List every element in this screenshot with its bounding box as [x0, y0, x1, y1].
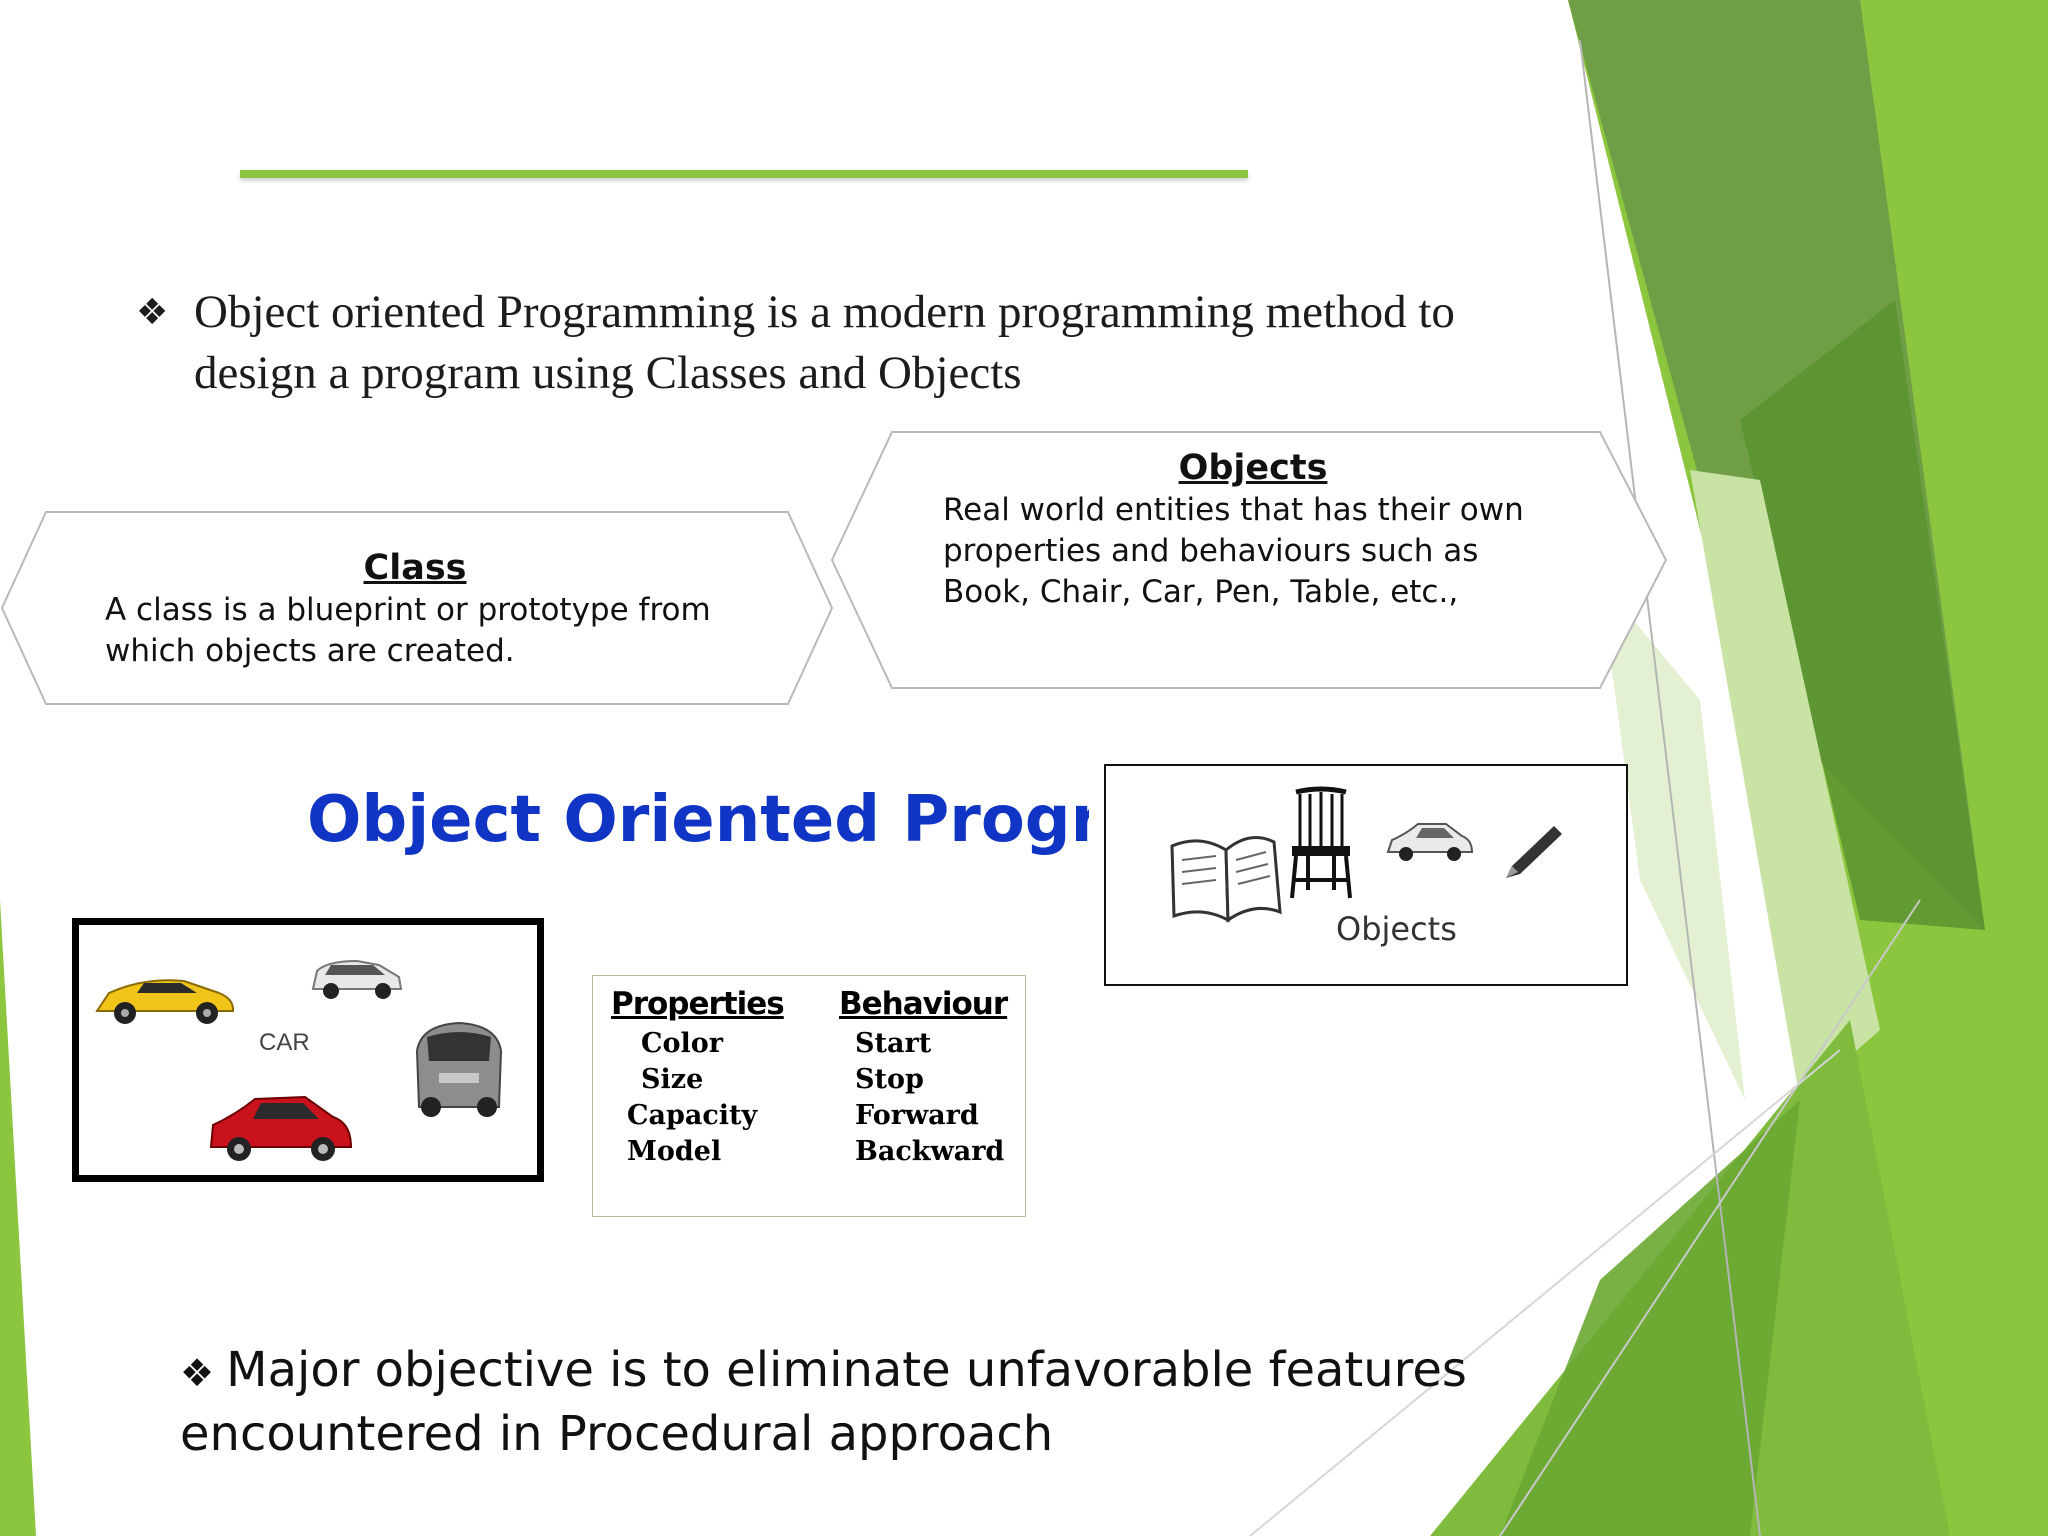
book-icon: [1170, 836, 1282, 923]
pen-icon: [1506, 826, 1562, 878]
objects-label: Objects: [1336, 910, 1457, 948]
class-title: Class: [363, 548, 467, 588]
title-underline: [240, 170, 1248, 178]
car-image: CAR: [72, 918, 544, 1182]
white-suv-icon: [311, 959, 403, 999]
grey-compact-car-icon: [415, 1021, 503, 1117]
behaviour-header: Behaviour: [839, 986, 1008, 1022]
behaviour-item: Backward: [855, 1136, 1005, 1167]
objects-content: Objects Real world entities that has the…: [943, 446, 1563, 613]
property-item: Size: [641, 1064, 704, 1095]
conclusion-bullet: ❖ Major objective is to eliminate unfavo…: [180, 1340, 1480, 1465]
diamond-bullet-icon: ❖: [180, 1351, 227, 1395]
intro-bullet: ❖ Object oriented Programming is a moder…: [136, 282, 1576, 404]
intro-text: Object oriented Programming is a modern …: [194, 286, 1455, 399]
class-content: Class A class is a blueprint or prototyp…: [105, 546, 725, 672]
property-item: Capacity: [627, 1100, 758, 1131]
red-sedan-icon: [209, 1095, 353, 1161]
properties-header: Properties: [611, 986, 785, 1022]
car-icon: [1386, 823, 1474, 861]
objects-title: Objects: [1178, 448, 1328, 488]
chair-icon: [1290, 786, 1352, 899]
oop-heading: Object Oriented Programming: [307, 783, 1089, 857]
objects-image: Objects: [1104, 764, 1628, 986]
properties-behaviour-table: Properties Behaviour Color Size Capacity…: [592, 975, 1026, 1217]
class-hexagon: [0, 511, 834, 705]
objects-description: Real world entities that has their own p…: [943, 492, 1524, 610]
behaviour-item: Start: [855, 1028, 932, 1059]
property-item: Color: [641, 1028, 723, 1059]
behaviour-item: Stop: [855, 1064, 924, 1095]
car-label: CAR: [259, 1029, 310, 1056]
class-description: A class is a blueprint or prototype from…: [105, 592, 711, 669]
property-item: Model: [627, 1136, 722, 1167]
behaviour-item: Forward: [855, 1100, 979, 1131]
diamond-bullet-icon: ❖: [136, 292, 169, 333]
yellow-sports-car-icon: [95, 979, 235, 1024]
objects-hexagon: [830, 431, 1668, 689]
conclusion-text: Major objective is to eliminate unfavora…: [180, 1342, 1467, 1462]
